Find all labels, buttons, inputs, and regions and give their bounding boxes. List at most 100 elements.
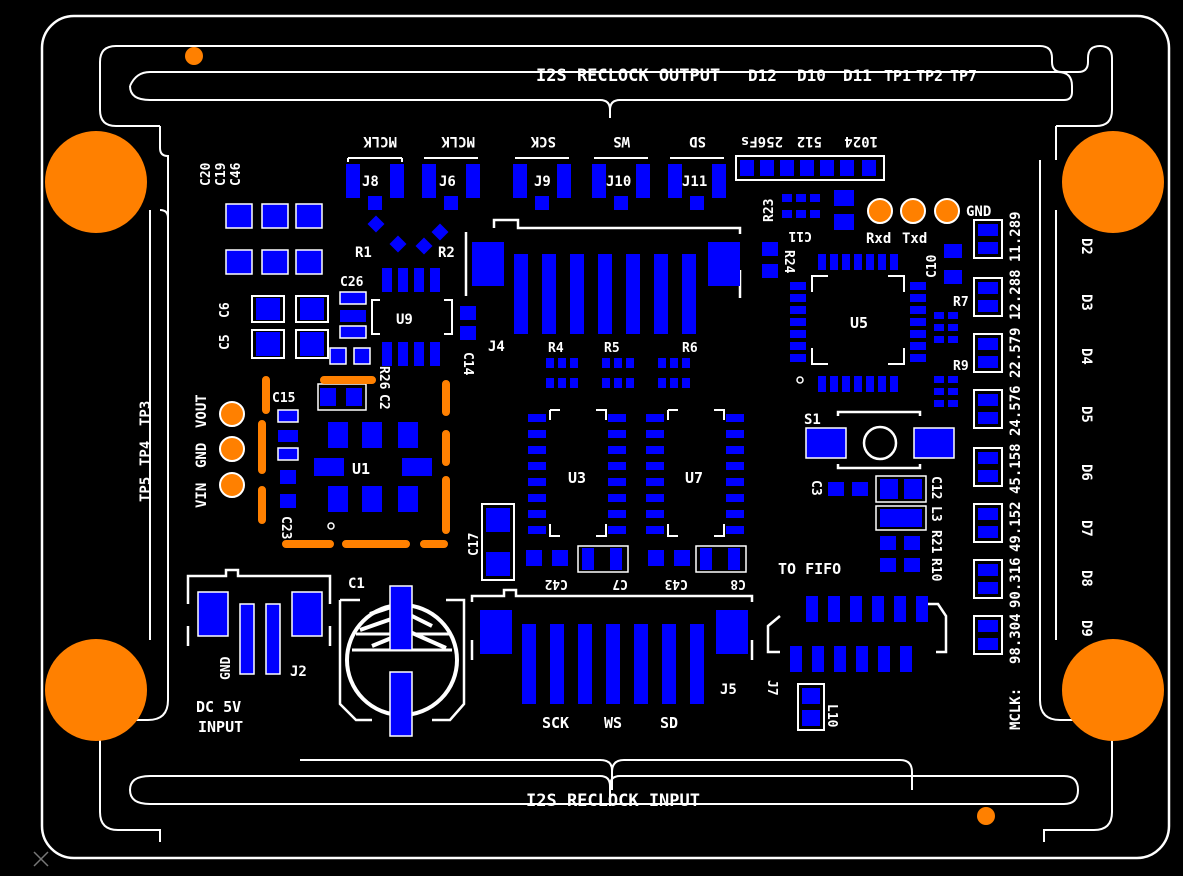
label-r5: R5 bbox=[604, 341, 620, 356]
label-ws: WS bbox=[604, 714, 622, 732]
chip-u5 bbox=[790, 254, 926, 392]
label-tp2: TP2 bbox=[916, 67, 943, 85]
resistor-array-r9 bbox=[934, 376, 958, 407]
label-j8: J8 bbox=[362, 174, 379, 190]
label-r6: R6 bbox=[682, 341, 698, 356]
capacitor-c3 bbox=[828, 482, 868, 496]
label-c6: C6 bbox=[218, 302, 233, 318]
pin-vout bbox=[219, 401, 245, 427]
label-d5: D5 bbox=[1078, 406, 1094, 423]
label-j9: J9 bbox=[534, 174, 551, 190]
pin-vin bbox=[219, 472, 245, 498]
capacitor-c2 bbox=[317, 383, 367, 411]
label-d12: D12 bbox=[748, 66, 777, 85]
mounting-hole-bottom-left bbox=[45, 639, 147, 741]
header-j10 bbox=[592, 157, 650, 210]
label-c46: C46 bbox=[229, 162, 244, 186]
label-rxd: Rxd bbox=[866, 231, 891, 247]
label-d7: D7 bbox=[1078, 520, 1094, 537]
label-c2: C2 bbox=[376, 394, 391, 410]
label-input: INPUT bbox=[198, 718, 243, 736]
chip-u1 bbox=[314, 422, 432, 512]
board-slot-left bbox=[149, 209, 169, 640]
label-tp4: TP4 bbox=[138, 441, 154, 466]
u1-keepout-outline bbox=[258, 376, 450, 548]
label-d6: D6 bbox=[1078, 464, 1094, 481]
label-j5: J5 bbox=[720, 682, 737, 698]
label-r2: R2 bbox=[438, 245, 455, 261]
chip-u9 bbox=[371, 268, 453, 366]
capacitor-bank-c20-c46 bbox=[225, 203, 323, 275]
label-c19: C19 bbox=[214, 163, 229, 186]
label-d3: D3 bbox=[1078, 294, 1094, 311]
output-title: I2S RECLOCK OUTPUT bbox=[536, 66, 720, 86]
header-j9 bbox=[513, 157, 571, 210]
label-u5: U5 bbox=[850, 314, 868, 332]
label-freq-3: 22.579 bbox=[1008, 327, 1024, 378]
label-j6: J6 bbox=[439, 174, 456, 190]
label-tp3: TP3 bbox=[138, 401, 154, 426]
capacitor-c23 bbox=[280, 470, 296, 508]
label-freq-5: 45.158 bbox=[1008, 443, 1024, 494]
label-j4: J4 bbox=[488, 339, 505, 355]
label-l3: L3 bbox=[928, 506, 943, 522]
label-gnd-regulator: GND bbox=[194, 443, 210, 468]
board-slot-bottom-inner bbox=[129, 775, 1080, 806]
mounting-hole-bottom-right bbox=[1062, 639, 1164, 741]
label-c12: C12 bbox=[928, 476, 943, 499]
label-freq-6: 49.152 bbox=[1008, 501, 1024, 552]
label-j9-sck: SCK bbox=[530, 133, 556, 149]
resistor-r2 bbox=[415, 223, 449, 255]
label-gnd-top: GND bbox=[966, 204, 991, 220]
label-j2: J2 bbox=[290, 664, 307, 680]
label-c15: C15 bbox=[272, 391, 295, 406]
label-j8-mclk: MCLK bbox=[363, 133, 397, 149]
label-freq-2: 12.288 bbox=[1008, 269, 1024, 320]
label-1024: 1024 bbox=[844, 133, 878, 149]
label-j7: J7 bbox=[764, 680, 779, 696]
fiducial-bottom bbox=[977, 807, 995, 825]
connector-j2 bbox=[186, 568, 332, 675]
label-u7: U7 bbox=[685, 469, 703, 487]
label-freq-1: 11.289 bbox=[1008, 211, 1024, 262]
connector-j5 bbox=[470, 588, 754, 704]
corner-mark bbox=[33, 851, 49, 867]
label-j11-sd: SD bbox=[689, 133, 706, 149]
label-freq-8: 98.304 bbox=[1008, 613, 1024, 664]
led-column bbox=[973, 219, 1003, 655]
header-j8 bbox=[346, 157, 404, 210]
label-r21: R21 bbox=[928, 530, 943, 554]
label-tp5: TP5 bbox=[138, 477, 154, 502]
resistor-r24 bbox=[762, 242, 778, 278]
label-r9: R9 bbox=[953, 359, 969, 374]
fiducial-top bbox=[185, 47, 203, 65]
component-c12-l3-r21-r10 bbox=[875, 475, 927, 572]
label-c20: C20 bbox=[199, 162, 214, 186]
mounting-hole-top-left bbox=[45, 131, 147, 233]
resistor-arrays-r4-r6 bbox=[546, 358, 690, 388]
button-s1[interactable] bbox=[805, 410, 955, 470]
header-j11 bbox=[668, 157, 726, 210]
label-tp7: TP7 bbox=[950, 67, 977, 85]
label-vin: VIN bbox=[194, 483, 210, 508]
label-c26: C26 bbox=[340, 275, 364, 290]
capacitor-c15 bbox=[277, 409, 299, 461]
label-d11: D11 bbox=[843, 66, 872, 85]
label-j11: J11 bbox=[682, 174, 707, 190]
label-tp1: TP1 bbox=[884, 67, 911, 85]
testpoint-txd bbox=[900, 198, 926, 224]
label-256fs: 256Fs bbox=[741, 133, 783, 149]
label-dc-5v: DC 5V bbox=[196, 698, 241, 716]
connector-j4 bbox=[464, 218, 742, 334]
label-r1: R1 bbox=[355, 245, 372, 261]
capacitor-c5-c6 bbox=[251, 295, 329, 359]
label-j10-ws: WS bbox=[613, 133, 630, 149]
capacitor-c14 bbox=[460, 306, 476, 340]
label-r26: R26 bbox=[376, 366, 391, 390]
label-c17: C17 bbox=[467, 533, 482, 556]
label-u9: U9 bbox=[396, 312, 413, 328]
resistor-r1 bbox=[367, 215, 407, 253]
label-u3: U3 bbox=[568, 469, 586, 487]
label-r24: R24 bbox=[781, 250, 796, 274]
